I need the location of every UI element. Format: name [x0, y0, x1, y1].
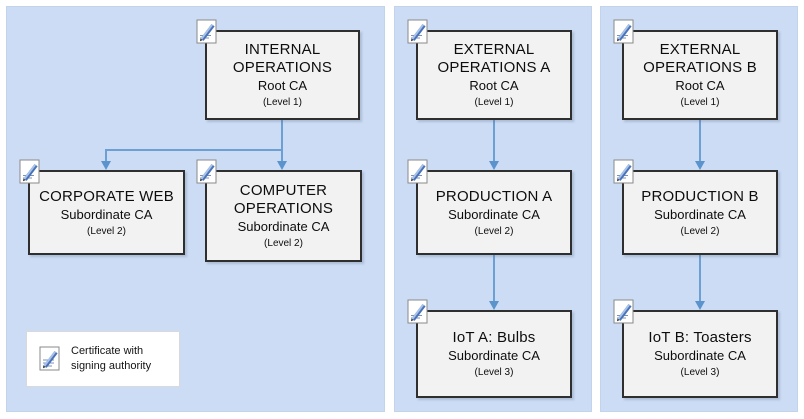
ca-role: Subordinate CA	[448, 206, 540, 222]
connector-external-a-root-to-production-a	[493, 120, 495, 163]
ca-box-internal-operations[interactable]: INTERNAL OPERATIONS Root CA (Level 1)	[196, 19, 360, 120]
ca-role: Subordinate CA	[654, 206, 746, 222]
arrowhead-to-iot-b	[694, 301, 705, 310]
ca-box-production-b[interactable]: PRODUCTION B Subordinate CA (Level 2)	[613, 159, 778, 255]
legend-label: Certificate with signing authority	[71, 345, 152, 372]
ca-box-computer-operations[interactable]: COMPUTER OPERATIONS Subordinate CA (Leve…	[196, 159, 362, 262]
ca-level: (Level 1)	[680, 97, 720, 108]
arrowhead-to-production-b	[694, 161, 705, 170]
ca-role: Subordinate CA	[237, 219, 330, 234]
ca-title: IoT B: Toasters	[648, 329, 752, 346]
arrowhead-to-iot-a	[488, 301, 499, 310]
arrowhead-to-computer-operations	[276, 161, 287, 170]
ca-level: (Level 3)	[474, 367, 514, 378]
connector-to-corporate-web	[105, 149, 107, 163]
connector-internal-branch	[105, 149, 283, 151]
certificate-signing-icon	[39, 346, 61, 372]
ca-box-external-operations-b[interactable]: EXTERNAL OPERATIONS B Root CA (Level 1)	[613, 19, 778, 120]
ca-level: (Level 2)	[87, 225, 126, 237]
ca-level: (Level 1)	[474, 97, 514, 108]
connector-production-a-to-iot-a	[493, 255, 495, 303]
legend-box: Certificate with signing authority	[26, 331, 180, 387]
ca-title: EXTERNAL OPERATIONS B	[643, 41, 757, 76]
ca-title: PRODUCTION A	[435, 187, 553, 205]
arrowhead-to-production-a	[488, 161, 499, 170]
ca-box-corporate-web[interactable]: CORPORATE WEB Subordinate CA (Level 2)	[19, 159, 185, 255]
ca-role: Root CA	[469, 78, 519, 93]
connector-internal-trunk	[281, 120, 283, 150]
ca-box-production-a[interactable]: PRODUCTION A Subordinate CA (Level 2)	[407, 159, 572, 255]
ca-title: EXTERNAL OPERATIONS A	[437, 41, 551, 76]
ca-box-external-operations-a[interactable]: EXTERNAL OPERATIONS A Root CA (Level 1)	[407, 19, 572, 120]
ca-box-iot-b-toasters[interactable]: IoT B: Toasters Subordinate CA (Level 3)	[613, 299, 778, 398]
ca-role: Root CA	[257, 78, 308, 93]
ca-level: (Level 1)	[263, 97, 302, 108]
ca-level: (Level 3)	[680, 367, 720, 378]
ca-title: COMPUTER OPERATIONS	[233, 182, 334, 217]
ca-level: (Level 2)	[474, 225, 514, 237]
connector-to-computer-operations	[281, 149, 283, 163]
ca-title: CORPORATE WEB	[39, 187, 174, 205]
ca-box-iot-a-bulbs[interactable]: IoT A: Bulbs Subordinate CA (Level 3)	[407, 299, 572, 398]
ca-role: Subordinate CA	[60, 206, 153, 222]
connector-external-b-root-to-production-b	[699, 120, 701, 163]
ca-role: Subordinate CA	[654, 348, 746, 363]
ca-role: Subordinate CA	[448, 348, 540, 363]
ca-level: (Level 2)	[264, 238, 303, 249]
ca-role: Root CA	[675, 78, 725, 93]
ca-title: PRODUCTION B	[641, 187, 759, 205]
ca-title: INTERNAL OPERATIONS	[232, 41, 333, 76]
arrowhead-to-corporate-web	[100, 161, 111, 170]
ca-level: (Level 2)	[680, 225, 720, 237]
connector-production-b-to-iot-b	[699, 255, 701, 303]
ca-title: IoT A: Bulbs	[452, 329, 536, 346]
